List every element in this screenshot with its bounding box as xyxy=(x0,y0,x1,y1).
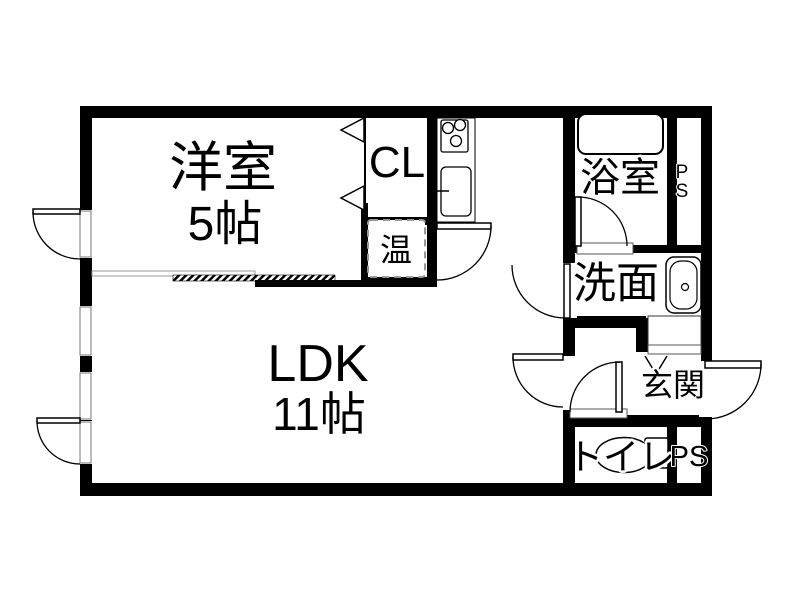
water-heater-door-leaf xyxy=(436,222,492,230)
hall-door-leaf xyxy=(512,353,564,361)
label-washroom: 洗面 xyxy=(573,260,659,308)
casement-window-frame-2 xyxy=(79,421,92,464)
room-partition-sliding-doors xyxy=(91,270,437,287)
sliding-window-frame-1 xyxy=(79,306,92,356)
casement-window-leaf-2 xyxy=(36,417,81,424)
top-wall xyxy=(80,106,712,118)
stove-burner-2 xyxy=(453,118,467,132)
entrance-step xyxy=(647,344,702,355)
casement-window-frame-1 xyxy=(79,210,92,258)
water-heater-left-wall xyxy=(361,203,368,287)
washbasin-drain xyxy=(680,282,690,292)
kitchen-faucet-icon xyxy=(433,185,449,192)
label-ps-upper-p: P xyxy=(676,162,689,183)
label-ps-lower: PS xyxy=(670,441,709,473)
toilet-icon xyxy=(595,436,653,474)
label-ldk-size: 11帖 xyxy=(272,388,366,440)
label-toilet: トイレ xyxy=(567,436,675,477)
shoe-cabinet xyxy=(647,315,702,346)
ps-upper-divider-wall xyxy=(667,118,677,253)
label-bath: 浴室 xyxy=(580,156,660,200)
label-western-room-size: 5帖 xyxy=(188,198,263,251)
label-ps-upper-s: S xyxy=(676,181,689,202)
stove-burner-1 xyxy=(441,121,455,135)
hall-door-arc xyxy=(512,356,564,408)
doors xyxy=(436,196,762,420)
sliding-panel-solid xyxy=(255,280,437,287)
left-wall-windows xyxy=(32,208,94,465)
bath-bottom-wall xyxy=(563,245,712,253)
label-western-room: 洋室 xyxy=(169,138,277,198)
closet-folding-doors xyxy=(339,116,365,212)
washroom-door-leaf xyxy=(563,263,571,319)
front-door-leaf xyxy=(704,360,762,369)
casement-window-arc-2 xyxy=(36,420,81,465)
water-heater-unit xyxy=(367,219,426,278)
water-heater-door-arc xyxy=(436,225,492,281)
bathtub-icon xyxy=(577,113,664,155)
bottom-wall xyxy=(80,483,712,496)
label-water-heater: 温 xyxy=(380,232,412,268)
folding-door-triangle-1 xyxy=(339,116,365,144)
fixtures xyxy=(367,113,702,474)
washroom-bottom-wall xyxy=(563,316,646,328)
stove-burner-3 xyxy=(449,134,463,148)
right-wall xyxy=(701,106,712,496)
toilet-ps-divider-wall xyxy=(667,427,677,483)
front-door-opening xyxy=(699,361,714,417)
washroom-door-arc xyxy=(511,264,566,319)
entrance-marker-lines xyxy=(644,355,668,375)
kitchen-closet-wall xyxy=(427,118,437,277)
toilet-door-leaf xyxy=(615,361,623,413)
sliding-window-frame-2 xyxy=(79,372,92,420)
folding-door-triangle-2 xyxy=(339,184,365,212)
toilet-door-arc xyxy=(569,361,621,413)
room-labels: 洋室 5帖 LDK 11帖 浴室 洗面 玄関 トイレ CL 温 P S PS xyxy=(167,136,710,480)
bath-door-leaf xyxy=(574,196,582,247)
bath-door-threshold xyxy=(576,242,634,255)
label-entrance: 玄関 xyxy=(641,367,705,403)
label-ldk: LDK xyxy=(267,335,368,393)
front-door-arc xyxy=(705,363,762,420)
shoe-cabinet-side-wall xyxy=(636,318,648,352)
hall-door-opening xyxy=(561,356,577,410)
sliding-panel-hatched xyxy=(172,274,336,282)
casement-window-arc-1 xyxy=(32,211,81,260)
label-closet: CL xyxy=(369,138,425,187)
toilet-door-threshold xyxy=(569,408,628,419)
bath-door-arc xyxy=(577,196,628,247)
casement-window-leaf-1 xyxy=(32,208,81,215)
